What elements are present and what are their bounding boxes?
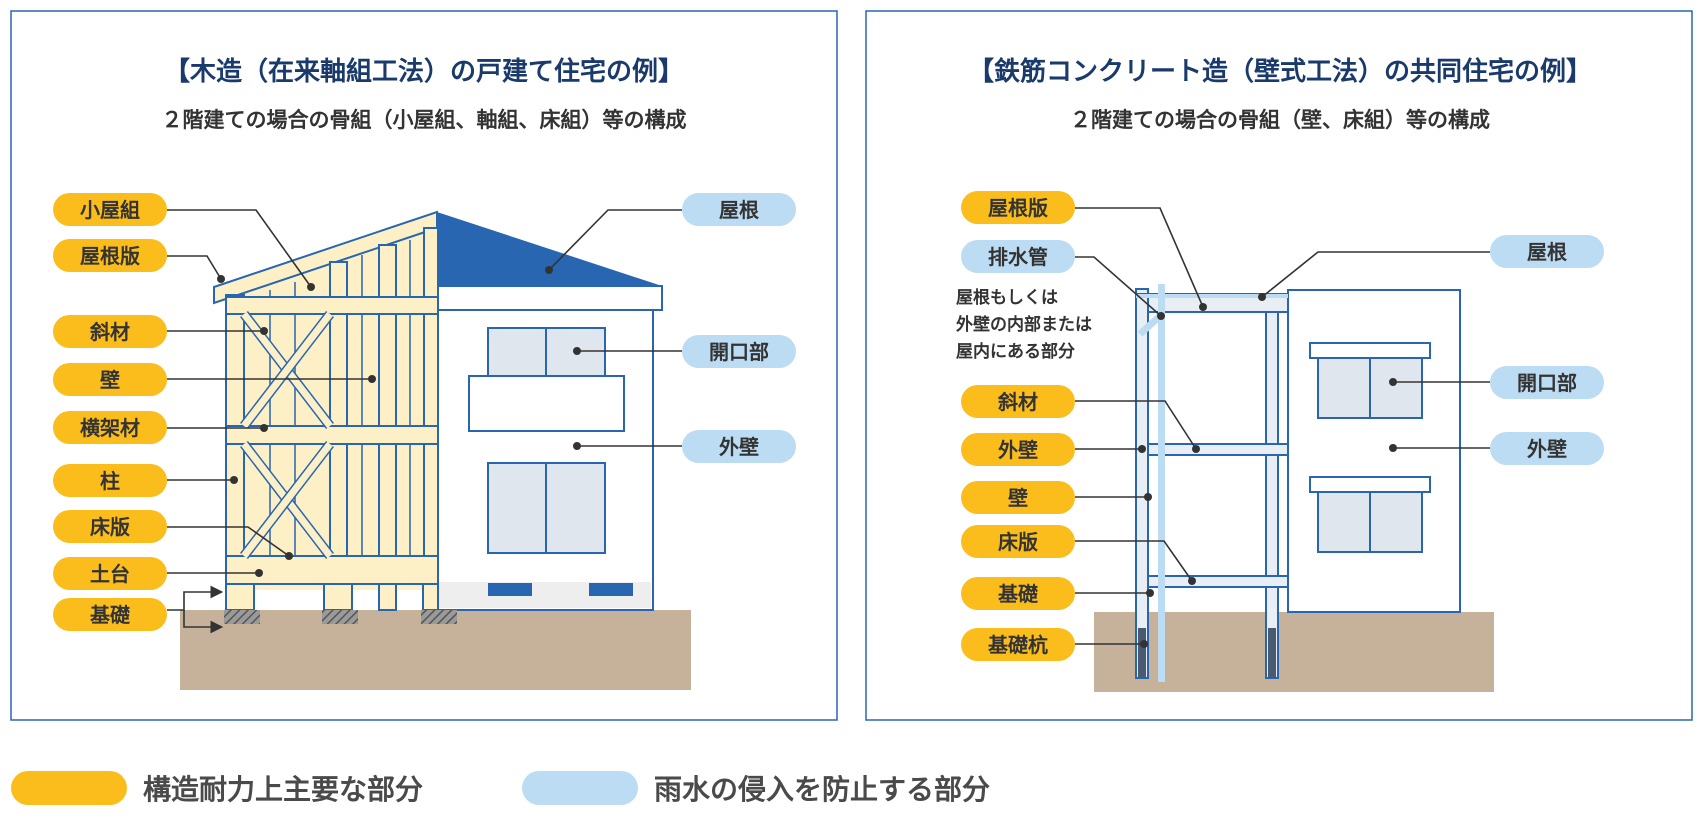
wood-frame	[213, 210, 457, 624]
svg-text:屋根版: 屋根版	[988, 196, 1048, 220]
svg-text:柱: 柱	[100, 469, 120, 493]
left-leaders	[167, 209, 682, 634]
balcony	[468, 375, 625, 432]
svg-text:屋内にある部分: 屋内にある部分	[956, 341, 1075, 362]
pill-yaneban	[53, 239, 167, 272]
left-panel: 【木造（在来軸組工法）の戸建て住宅の例】 ２階建ての場合の骨組（小屋組、軸組、床…	[10, 10, 838, 721]
left-panel-title: 【木造（在来軸組工法）の戸建て住宅の例】	[164, 56, 684, 87]
legend-swatch-rainwater	[522, 771, 638, 805]
rc-building-exterior	[1287, 289, 1461, 613]
pill-kiso	[53, 598, 167, 631]
left-panel-subtitle: ２階建ての場合の骨組（小屋組、軸組、床組）等の構成	[162, 108, 687, 132]
svg-text:屋根版: 屋根版	[80, 244, 140, 268]
svg-text:外壁: 外壁	[719, 435, 759, 459]
svg-text:床版: 床版	[90, 515, 130, 539]
vent-2	[589, 583, 633, 596]
svg-text:外壁: 外壁	[1527, 437, 1567, 461]
svg-text:壁: 壁	[100, 368, 120, 392]
pill-rc-yane	[1490, 235, 1604, 268]
svg-text:床版: 床版	[998, 530, 1038, 554]
eave	[436, 285, 663, 311]
pill-dodai	[53, 557, 167, 590]
pill-okakezai	[53, 411, 167, 444]
svg-text:屋根: 屋根	[719, 198, 759, 222]
pill-rc-gaiheki-left	[961, 433, 1075, 466]
pill-yane	[682, 193, 796, 226]
pill-rc-kabe	[961, 481, 1075, 514]
pill-rc-gaiheki-right	[1490, 432, 1604, 465]
pill-rc-yaneban	[961, 191, 1075, 224]
svg-text:基礎杭: 基礎杭	[988, 633, 1048, 657]
legend-structural-label: 構造耐力上主要な部分	[143, 773, 423, 806]
right-panel-subtitle: ２階建ての場合の骨組（壁、床組）等の構成	[1070, 108, 1490, 132]
pill-rc-yukaban	[961, 525, 1075, 558]
legend: 構造耐力上主要な部分 雨水の侵入を防止する部分	[11, 771, 990, 806]
right-leaders	[1075, 207, 1490, 648]
svg-text:外壁の内部または: 外壁の内部または	[956, 314, 1092, 335]
pill-koyagumi	[53, 193, 167, 226]
svg-text:斜材: 斜材	[89, 320, 130, 344]
svg-text:壁: 壁	[1008, 486, 1028, 510]
wooden-house-exterior	[436, 212, 663, 611]
svg-text:開口部: 開口部	[709, 340, 769, 364]
pill-rc-haisuikan	[961, 240, 1075, 273]
svg-text:排水管: 排水管	[988, 245, 1048, 269]
vent-1	[488, 583, 532, 596]
svg-text:小屋組: 小屋組	[80, 198, 140, 222]
pill-rc-kaikobu	[1490, 366, 1604, 399]
svg-text:外壁: 外壁	[998, 438, 1038, 462]
pill-gaiheki	[682, 430, 796, 463]
pill-rc-kisoku	[961, 628, 1075, 661]
pill-yukaban	[53, 510, 167, 543]
svg-text:横架材: 横架材	[80, 416, 140, 440]
pill-rc-kiso	[961, 577, 1075, 610]
pill-shazai	[53, 315, 167, 348]
pill-hashira	[53, 464, 167, 497]
right-panel-title: 【鉄筋コンクリート造（壁式工法）の共同住宅の例】	[968, 56, 1592, 87]
right-labels: 屋根版 排水管 斜材 外壁 壁 床版 基礎 基礎杭 屋根 開口部 外壁	[961, 191, 1604, 661]
rc-frame	[1135, 284, 1289, 682]
svg-text:屋根: 屋根	[1527, 240, 1567, 264]
pill-rc-shazai	[961, 385, 1075, 418]
left-labels: 小屋組 屋根版 斜材 壁 横架材 柱 床版 土台 基礎 屋根 開口部 外壁	[53, 193, 796, 631]
svg-text:土台: 土台	[90, 562, 130, 586]
legend-swatch-structural	[11, 771, 127, 805]
drain-pipe-note: 屋根もしくは 外壁の内部または 屋内にある部分	[956, 287, 1092, 362]
pill-kaikobu	[682, 335, 796, 368]
svg-text:屋根もしくは: 屋根もしくは	[956, 287, 1058, 308]
roof-blue	[437, 212, 662, 286]
svg-text:基礎: 基礎	[90, 603, 131, 627]
svg-text:基礎: 基礎	[998, 582, 1039, 606]
rc-ground	[1094, 612, 1494, 692]
legend-rainwater-label: 雨水の侵入を防止する部分	[654, 773, 990, 806]
svg-text:開口部: 開口部	[1517, 371, 1577, 395]
right-panel: 【鉄筋コンクリート造（壁式工法）の共同住宅の例】 ２階建ての場合の骨組（壁、床組…	[865, 10, 1693, 721]
svg-text:斜材: 斜材	[997, 390, 1038, 414]
pill-kabe	[53, 363, 167, 396]
